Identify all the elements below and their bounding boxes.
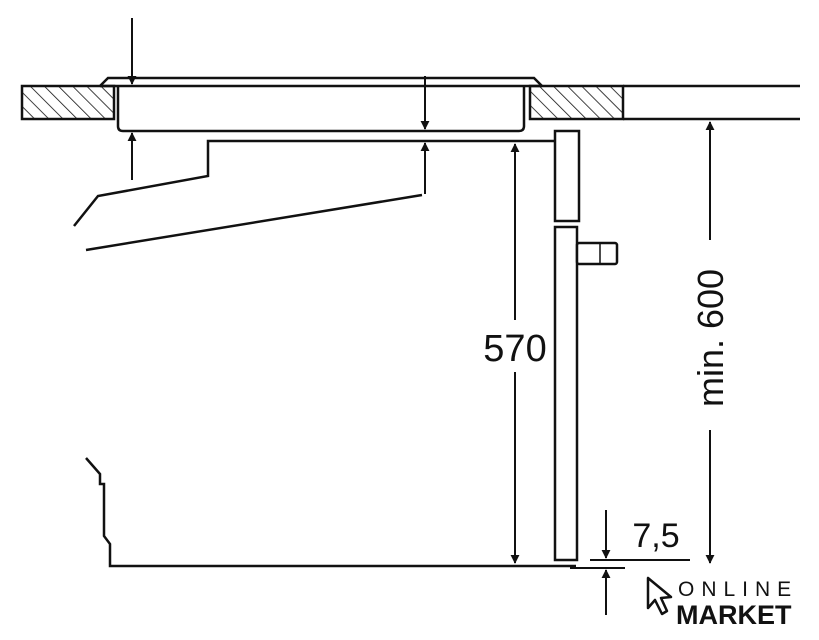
oven — [73, 129, 619, 568]
gap-dimension: 7,5 — [570, 510, 690, 615]
height-dimension: min. 600 — [690, 121, 731, 564]
online-market-logo: ONLINE MARKET — [646, 576, 798, 630]
depth-label: 570 — [483, 328, 546, 370]
hob — [99, 76, 543, 133]
depth-dimension: 570 — [483, 143, 547, 564]
gap-label: 7,5 — [632, 517, 679, 555]
logo-line1: ONLINE — [678, 578, 798, 601]
oven-back-bottom-outline — [85, 457, 576, 568]
oven-door-handle — [575, 241, 619, 266]
oven-top-outline — [73, 139, 555, 227]
hob-glass-top — [99, 76, 543, 87]
worktop-left-section — [20, 84, 116, 121]
hob-body — [116, 86, 526, 133]
worktop — [20, 84, 800, 121]
cursor-icon — [646, 576, 673, 616]
worktop-right-section — [528, 84, 625, 121]
oven-inner-slope-line — [85, 193, 423, 252]
oven-control-panel — [553, 129, 581, 223]
oven-door — [553, 225, 579, 562]
height-label: min. 600 — [690, 269, 731, 407]
logo-line2: MARKET — [676, 600, 792, 630]
